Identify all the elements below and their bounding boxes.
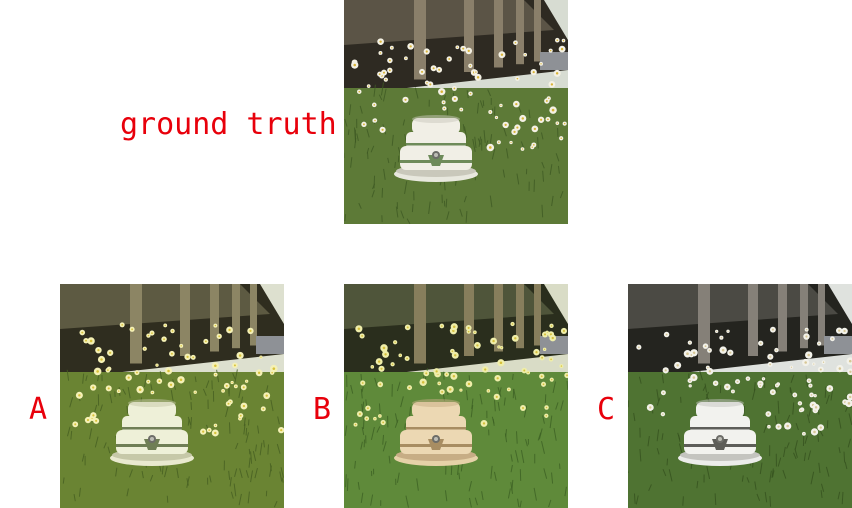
option-c-label: C <box>597 392 616 427</box>
option-c-image <box>628 284 852 508</box>
option-b-label: B <box>313 392 332 427</box>
option-a-label: A <box>29 392 48 427</box>
option-b-image <box>344 284 568 508</box>
photo-scene <box>344 284 568 508</box>
photo-scene <box>344 0 568 224</box>
photo-scene <box>60 284 284 508</box>
ground-truth-label: ground truth <box>120 107 337 142</box>
ground-truth-image <box>344 0 568 224</box>
option-a-image <box>60 284 284 508</box>
photo-scene <box>628 284 852 508</box>
